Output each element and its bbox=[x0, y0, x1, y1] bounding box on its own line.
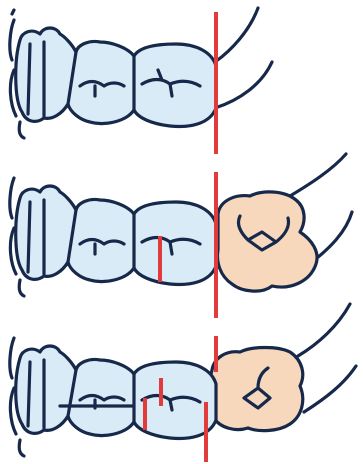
panel-3-gum-line-lower bbox=[304, 366, 356, 412]
panel-1-dental-arch bbox=[16, 28, 216, 126]
panel-3-gum-line-upper bbox=[298, 304, 350, 356]
panel-3 bbox=[10, 304, 356, 462]
panel-1-gum-line-upper bbox=[215, 8, 258, 62]
panel-2-dental-arch bbox=[16, 186, 216, 284]
panel-2-adjacent-tooth bbox=[218, 192, 318, 291]
panel-1-gum-line-lower bbox=[215, 62, 272, 108]
panel-3-dental-arch bbox=[16, 346, 216, 438]
panel-2 bbox=[10, 154, 352, 318]
panel-2-gum-line-upper bbox=[290, 154, 346, 196]
panel-1 bbox=[10, 8, 272, 154]
